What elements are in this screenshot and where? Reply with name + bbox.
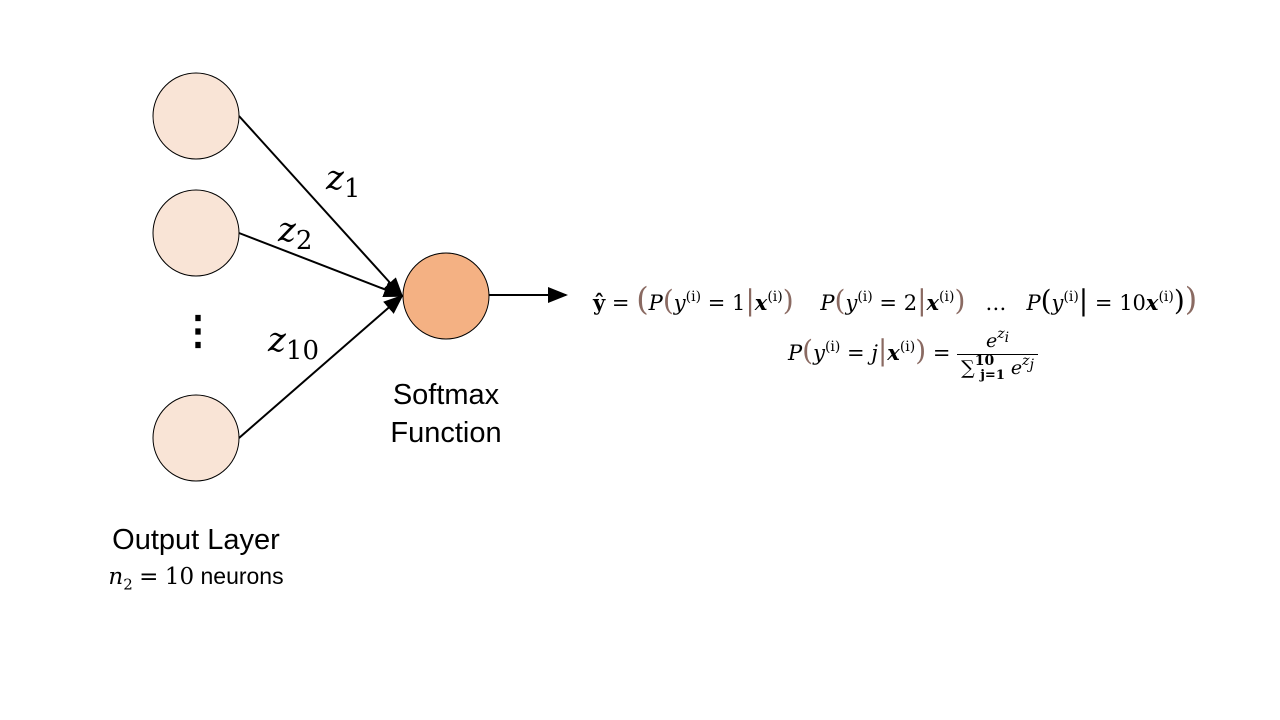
eq1-val2: 2 — [903, 291, 918, 315]
eq2-y: y — [813, 341, 825, 365]
neuron-count-word: neurons — [200, 563, 284, 589]
softmax-label-line2: Function — [390, 417, 502, 449]
layer-title: Output Layer — [112, 524, 280, 556]
edge-label-z10: z10 — [268, 320, 320, 366]
softmax-neuron — [402, 252, 490, 340]
eq1-P3: P — [1026, 291, 1041, 315]
eq1-x1: x — [754, 290, 768, 315]
eq1-sup3: (i) — [1063, 289, 1079, 305]
eq1-y1: y — [673, 291, 686, 315]
eq2-P: P — [788, 341, 803, 365]
den-e-sup-sub: j — [1029, 357, 1034, 373]
fraction-numerator: ezi — [957, 327, 1038, 354]
eq1-val1: 1 — [731, 291, 746, 315]
eq1-sup1b: (i) — [767, 289, 783, 305]
eq1-x3: x — [1145, 290, 1159, 315]
eq1-equals: = — [611, 291, 630, 315]
edge-label-z2: z2 — [278, 210, 313, 256]
den-e-sup: z — [1022, 353, 1030, 369]
eq2-sup: (i) — [824, 339, 841, 355]
eq2-sup-b: (i) — [899, 339, 916, 355]
num-sup: z — [997, 326, 1005, 342]
softmax-output-vector: ŷ = (P(y(i) = 1|x(i)) P(y(i) = 2|x(i)) …… — [593, 280, 1198, 318]
eq2-equals: = — [932, 341, 951, 365]
neuron-count-sub: 2 — [123, 575, 133, 594]
neuron-count-value: 10 — [164, 564, 195, 590]
den-sum: ∑ — [961, 357, 975, 379]
eq2-j: j — [871, 341, 878, 365]
softmax-fraction: ezi ∑10j=1 ezj — [957, 327, 1038, 382]
edge-z1 — [238, 115, 404, 298]
neuron-count-equals: = — [139, 564, 159, 590]
neuron-count: n2 = 10 neurons — [70, 557, 322, 596]
softmax-label-line1: Softmax — [392, 379, 500, 411]
eq1-P1: P — [648, 291, 663, 315]
eq1-sup3b: (i) — [1158, 289, 1174, 305]
eq2-x: x — [887, 340, 900, 365]
eq1-x2: x — [926, 290, 940, 315]
eq1-y3: y — [1051, 291, 1064, 315]
neuron-2 — [152, 189, 240, 277]
neuron-10 — [152, 394, 240, 482]
eq1-ellipsis: … — [985, 291, 1007, 315]
softmax-label: Softmax Function — [366, 376, 526, 452]
neuron-1 — [152, 72, 240, 160]
eq2-eq-inner: = — [847, 341, 865, 365]
fraction-denominator: ∑10j=1 ezj — [957, 353, 1038, 382]
yhat: ŷ — [593, 290, 606, 315]
den-e: e — [1010, 357, 1023, 379]
edge-z10 — [238, 294, 404, 439]
eq1-sup1: (i) — [685, 289, 702, 305]
softmax-formula: P(y(i) = j|x(i)) = ezi ∑10j=1 ezj — [788, 327, 1038, 382]
den-sup: 10 — [974, 353, 995, 369]
eq1-y2: y — [845, 291, 858, 315]
num-sup-sub: i — [1004, 330, 1010, 346]
vertical-ellipsis: ⋮ — [178, 309, 218, 353]
eq1-P2: P — [820, 291, 835, 315]
neuron-count-var: n — [108, 564, 124, 590]
den-sub: j=1 — [980, 367, 1005, 383]
eq1-sup2: (i) — [857, 289, 873, 305]
num-e: e — [985, 330, 998, 352]
edge-label-z1: z1 — [326, 158, 361, 204]
edge-z2 — [238, 232, 404, 297]
eq1-sup2b: (i) — [939, 289, 955, 305]
eq1-val3: 10 — [1119, 291, 1146, 315]
